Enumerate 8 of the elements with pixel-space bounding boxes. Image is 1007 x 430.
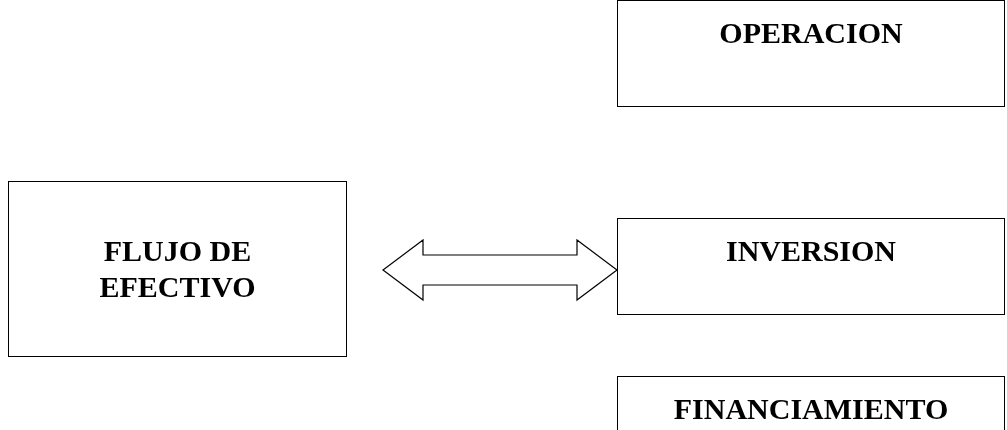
double-arrow xyxy=(382,238,618,302)
box-label: FINANCIAMIENTO xyxy=(673,391,949,427)
process-box xyxy=(617,218,1005,315)
box-label: INVERSION xyxy=(725,233,896,269)
process-box xyxy=(617,0,1005,107)
box-label: FLUJO DE EFECTIVO xyxy=(98,233,257,305)
process-box xyxy=(8,181,347,357)
box-label: OPERACION xyxy=(719,15,903,51)
